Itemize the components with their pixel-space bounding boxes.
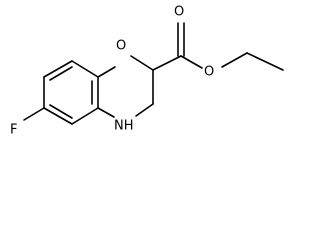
bond-ring-top-left	[43, 60, 73, 78]
bond-o-ethyl	[221, 52, 248, 68]
bond-nh-c	[97, 107, 115, 118]
atom-oxygen-ring: O	[116, 39, 126, 54]
bond-aromatic-inner-1	[49, 66, 73, 81]
atom-oxygen-carbonyl: O	[174, 5, 184, 20]
bond-carbonyl-o-ester	[180, 55, 203, 69]
bond-c-o-ring	[97, 66, 116, 78]
bond-ch2-nh	[135, 103, 154, 117]
bond-aromatic-inner-3	[49, 104, 73, 119]
atom-fluorine: F	[10, 123, 17, 138]
atom-nitrogen: NH	[114, 119, 134, 134]
bond-ring-bottom-left	[43, 107, 73, 125]
bond-ch-carbonyl	[152, 55, 182, 71]
atom-oxygen-ester: O	[204, 65, 214, 80]
bond-ethyl-methyl	[246, 52, 284, 71]
molecule-structure: O O O F NH	[10, 5, 284, 138]
bond-ring-bottom-right	[71, 107, 99, 125]
bond-ring-top-right	[71, 60, 99, 78]
bond-c-f	[23, 107, 45, 121]
bond-o-ch	[130, 55, 154, 71]
